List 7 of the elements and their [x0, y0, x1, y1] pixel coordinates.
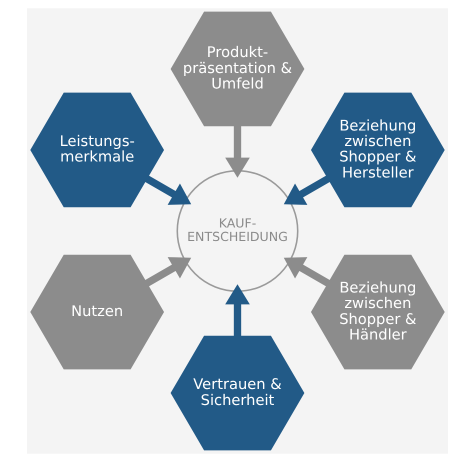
arrow	[224, 284, 250, 336]
node-circle: KAUF- ENTSCHEIDUNG	[176, 170, 298, 292]
arrow	[283, 175, 330, 205]
arrow	[144, 257, 191, 287]
arrow	[283, 257, 330, 287]
arrow	[144, 175, 191, 205]
arrow	[224, 126, 250, 178]
